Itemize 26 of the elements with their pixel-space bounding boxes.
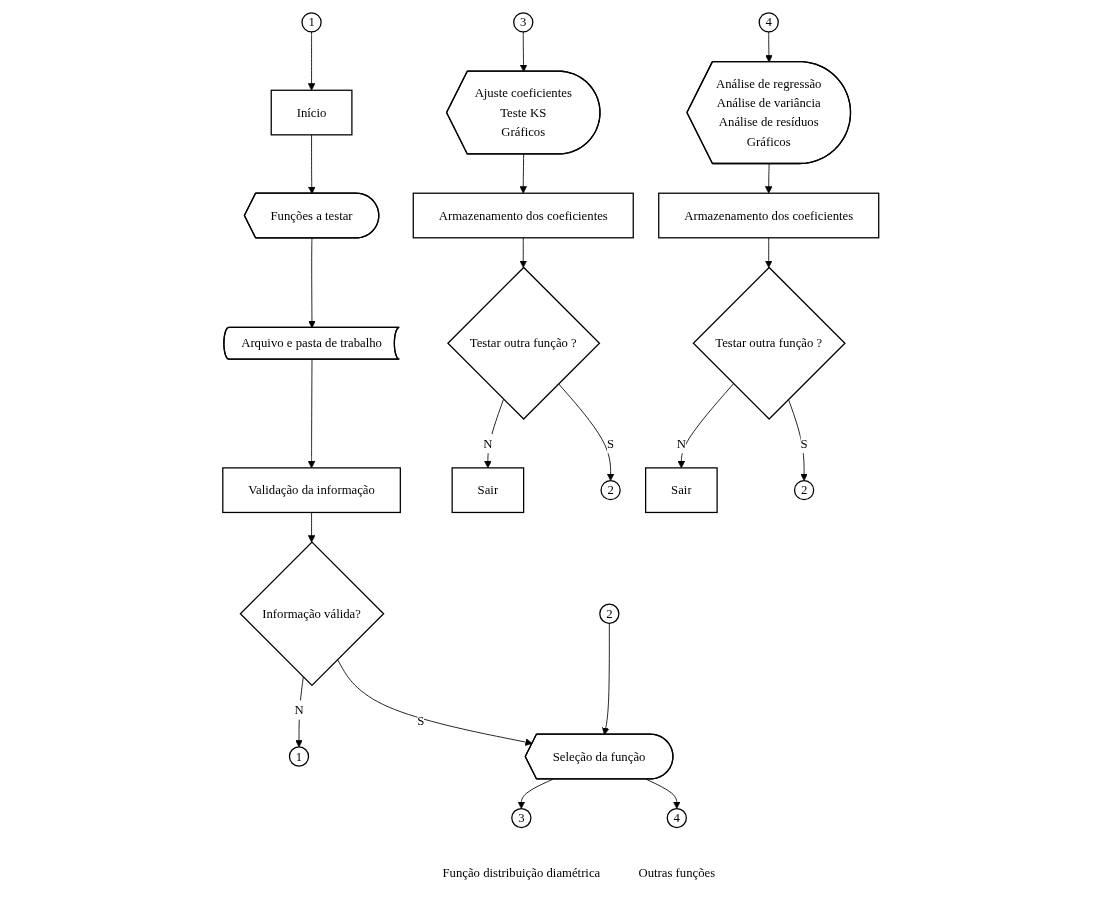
node-box: Armazenamento dos coeficientes	[412, 192, 635, 238]
edge-label: S	[607, 435, 615, 450]
node-label: Outras funções	[638, 865, 716, 880]
node-circle: 2	[599, 603, 620, 624]
node-circle: 3	[511, 807, 532, 828]
node-circle: 2	[600, 479, 622, 500]
node-box: Sair	[645, 466, 718, 513]
node-diamond: Informação válida?	[239, 540, 385, 686]
node-box: Sair	[451, 466, 525, 513]
node-box: Validação da informação	[222, 466, 402, 513]
node-circle: 2	[794, 479, 815, 500]
node-box: Início	[270, 89, 353, 135]
node-diamond: Testar outra função ?	[447, 266, 601, 420]
node-circle: 4	[758, 11, 780, 33]
node-circle: 1	[289, 745, 310, 767]
node-circle: 4	[666, 807, 688, 828]
edge-label: S	[800, 435, 808, 450]
node-box: Armazenamento dos coeficientes	[658, 192, 880, 238]
node-circle: 3	[513, 11, 534, 33]
edge-label: S	[417, 713, 425, 728]
node-diamond: Testar outra função ?	[692, 266, 847, 420]
edge-label: N	[677, 435, 687, 450]
node-label: Função distribuição diamétrica	[442, 865, 601, 880]
edge-label: N	[483, 435, 493, 450]
node-circle: 1	[301, 11, 322, 33]
edge-label: N	[294, 702, 304, 716]
